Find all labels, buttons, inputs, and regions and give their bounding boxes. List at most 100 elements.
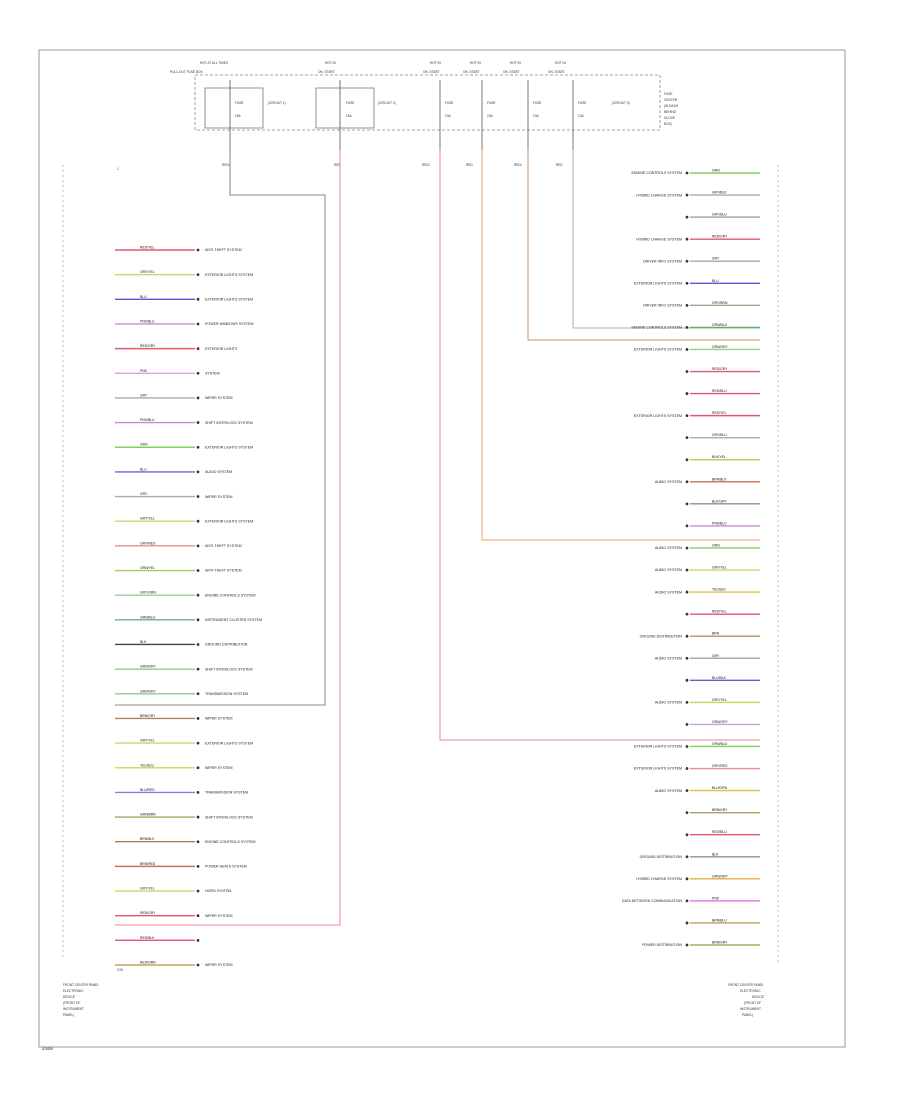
fuse-box-label-5: GLOVE xyxy=(664,116,675,120)
fuse-4: FUSE 10A xyxy=(481,80,496,150)
left-row-label: SHIFT INTERLOCK SYSTEM xyxy=(205,815,253,819)
fuse-box-label-1: FUSE xyxy=(664,92,673,96)
svg-text:FRONT CENTER PANEL: FRONT CENTER PANEL xyxy=(63,983,99,987)
right-row-terminal xyxy=(685,237,689,241)
feed-wire-3 xyxy=(439,150,760,741)
right-row-code: GRY/BLU xyxy=(712,213,727,217)
right-row-label: DATA NETWORK COMMUNICATION xyxy=(622,899,682,903)
hot-d-line2: ON, START xyxy=(503,70,520,74)
top-labels: HOT AT ALL TIMES PULL-OUT FUSE BOX HOT I… xyxy=(170,61,566,74)
right-row-terminal xyxy=(685,943,689,947)
left-row-label: ANTI-THEFT SYSTEM xyxy=(205,569,242,573)
footer-id: A26589 xyxy=(42,1047,53,1051)
right-row-code: GRY/YEL xyxy=(712,698,727,702)
right-row-label: HYBRID CHARGE SYSTEM xyxy=(636,193,682,197)
left-row-label: EXTERIOR LIGHTS SYSTEM xyxy=(205,273,253,277)
right-row: RED/BLU xyxy=(685,389,760,395)
fuse-wire-6: RED xyxy=(556,163,563,167)
fuse-box-label-6: BOX) xyxy=(664,122,672,126)
svg-text:FUSE: FUSE xyxy=(445,101,454,105)
right-row-label: EXTERIOR LIGHTS SYSTEM xyxy=(634,348,682,352)
right-row-label: AUDIO SYSTEM xyxy=(655,568,682,572)
left-row-code: RED/BLK xyxy=(140,936,155,940)
right-row-terminal xyxy=(685,480,689,484)
left-pin-bottom: X26 xyxy=(117,968,123,972)
right-row-code: BLU/BLK xyxy=(712,676,727,680)
fuse-3: FUSE 10A xyxy=(439,80,454,150)
right-row: GRY/YEL AUDIO SYSTEM xyxy=(655,698,760,705)
left-row-label: SYSTEM xyxy=(205,371,220,375)
left-row-code: GRY xyxy=(140,393,148,397)
right-row: GRY/BLU xyxy=(685,213,760,219)
right-row: RED/GRY xyxy=(685,367,760,373)
right-row-code: GRY xyxy=(712,257,720,261)
left-row-terminal xyxy=(196,569,200,572)
right-row-terminal xyxy=(685,281,689,285)
fuse-wire-5: RED/ xyxy=(514,163,522,167)
right-row-label: DRIVER INFO SYSTEM xyxy=(643,259,682,263)
hot-a-line2: ON, START xyxy=(318,70,335,74)
svg-text:FUSE: FUSE xyxy=(346,101,355,105)
svg-text:10A: 10A xyxy=(487,114,494,118)
right-row-code: GRN/BLU xyxy=(712,742,728,746)
feed-wire-4 xyxy=(481,150,760,541)
right-row-terminal xyxy=(685,678,689,682)
fuse-box-label-3: (IN DASH xyxy=(664,104,679,108)
left-row-label: HORN SYSTEM xyxy=(205,889,231,893)
right-row-terminal xyxy=(685,855,689,859)
left-row-terminal xyxy=(196,963,200,967)
left-row-code: RED/GRN xyxy=(140,961,156,965)
right-row-terminal xyxy=(685,458,689,462)
left-row-terminal xyxy=(196,347,200,351)
right-row: GRN/GRY EXTERIOR LIGHTS SYSTEM xyxy=(634,345,760,352)
right-row-label: AUDIO SYSTEM xyxy=(655,590,682,594)
right-row-terminal xyxy=(685,723,689,726)
right-row-terminal xyxy=(685,348,689,351)
left-row-code: BLU xyxy=(140,295,147,299)
right-row-code: BLK xyxy=(712,852,719,856)
right-row-label: AUDIO SYSTEM xyxy=(655,701,682,705)
right-row-code: RED/BLU xyxy=(712,389,727,393)
svg-text:FUSE: FUSE xyxy=(578,101,587,105)
right-row-terminal xyxy=(685,171,689,175)
right-row-terminal xyxy=(685,590,689,594)
hot-d-line1: HOT IN xyxy=(510,61,521,65)
svg-text:10A: 10A xyxy=(445,114,452,118)
right-row-terminal xyxy=(685,656,689,660)
right-row: GRN/GRY xyxy=(685,720,760,726)
right-row-code: GRN/GRY xyxy=(712,345,729,349)
right-row-terminal xyxy=(685,568,689,572)
hot-e-line2: ON, START xyxy=(548,70,565,74)
fuse-center-box xyxy=(194,74,661,131)
svg-text:FUSE: FUSE xyxy=(235,101,244,105)
right-row-label: POWER DISTRIBUTION xyxy=(642,943,682,947)
left-row-terminal xyxy=(196,297,200,301)
left-row-code: GRY/YEL xyxy=(140,270,155,274)
right-row-terminal xyxy=(685,303,689,307)
left-row-terminal xyxy=(196,248,200,252)
left-row-terminal xyxy=(196,273,200,277)
left-row: GRY/YEL EXTERIOR LIGHTS SYSTEM xyxy=(115,270,253,277)
svg-text:(FRONT OF: (FRONT OF xyxy=(744,1001,761,1005)
left-row-label: POWER SEATS SYSTEM xyxy=(205,865,247,869)
left-pin-top: 1 xyxy=(117,167,119,171)
